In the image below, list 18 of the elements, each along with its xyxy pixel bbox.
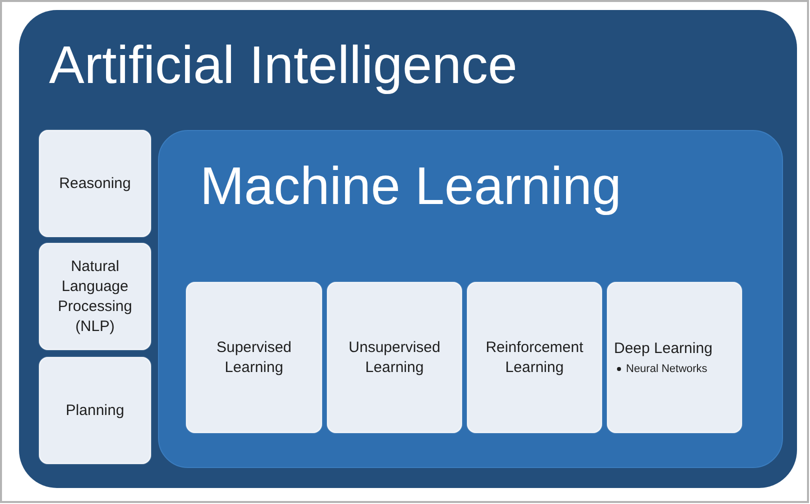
topic-label: Unsupervised Learning [348, 338, 442, 378]
topic-box [607, 282, 742, 433]
topic-label: Deep Learning [614, 339, 712, 359]
topic-label: Planning [66, 400, 124, 420]
panel-title: Artificial Intelligence [49, 35, 518, 97]
topic-label: Reinforcement Learning [484, 338, 584, 378]
topic-label: Natural Language Processing (NLP) [56, 256, 134, 336]
topic-box [39, 130, 151, 237]
inner-category-panel [158, 130, 783, 468]
topic-box [186, 282, 322, 433]
panel-title: Machine Learning [200, 156, 622, 218]
topic-box [327, 282, 462, 433]
topic-box [467, 282, 602, 433]
topic-label: Reasoning [59, 174, 131, 194]
topic-box [39, 243, 151, 350]
topic-box [39, 357, 151, 464]
subtopic-label: Neural Networks [626, 362, 708, 376]
topic-label: Supervised Learning [215, 338, 293, 378]
